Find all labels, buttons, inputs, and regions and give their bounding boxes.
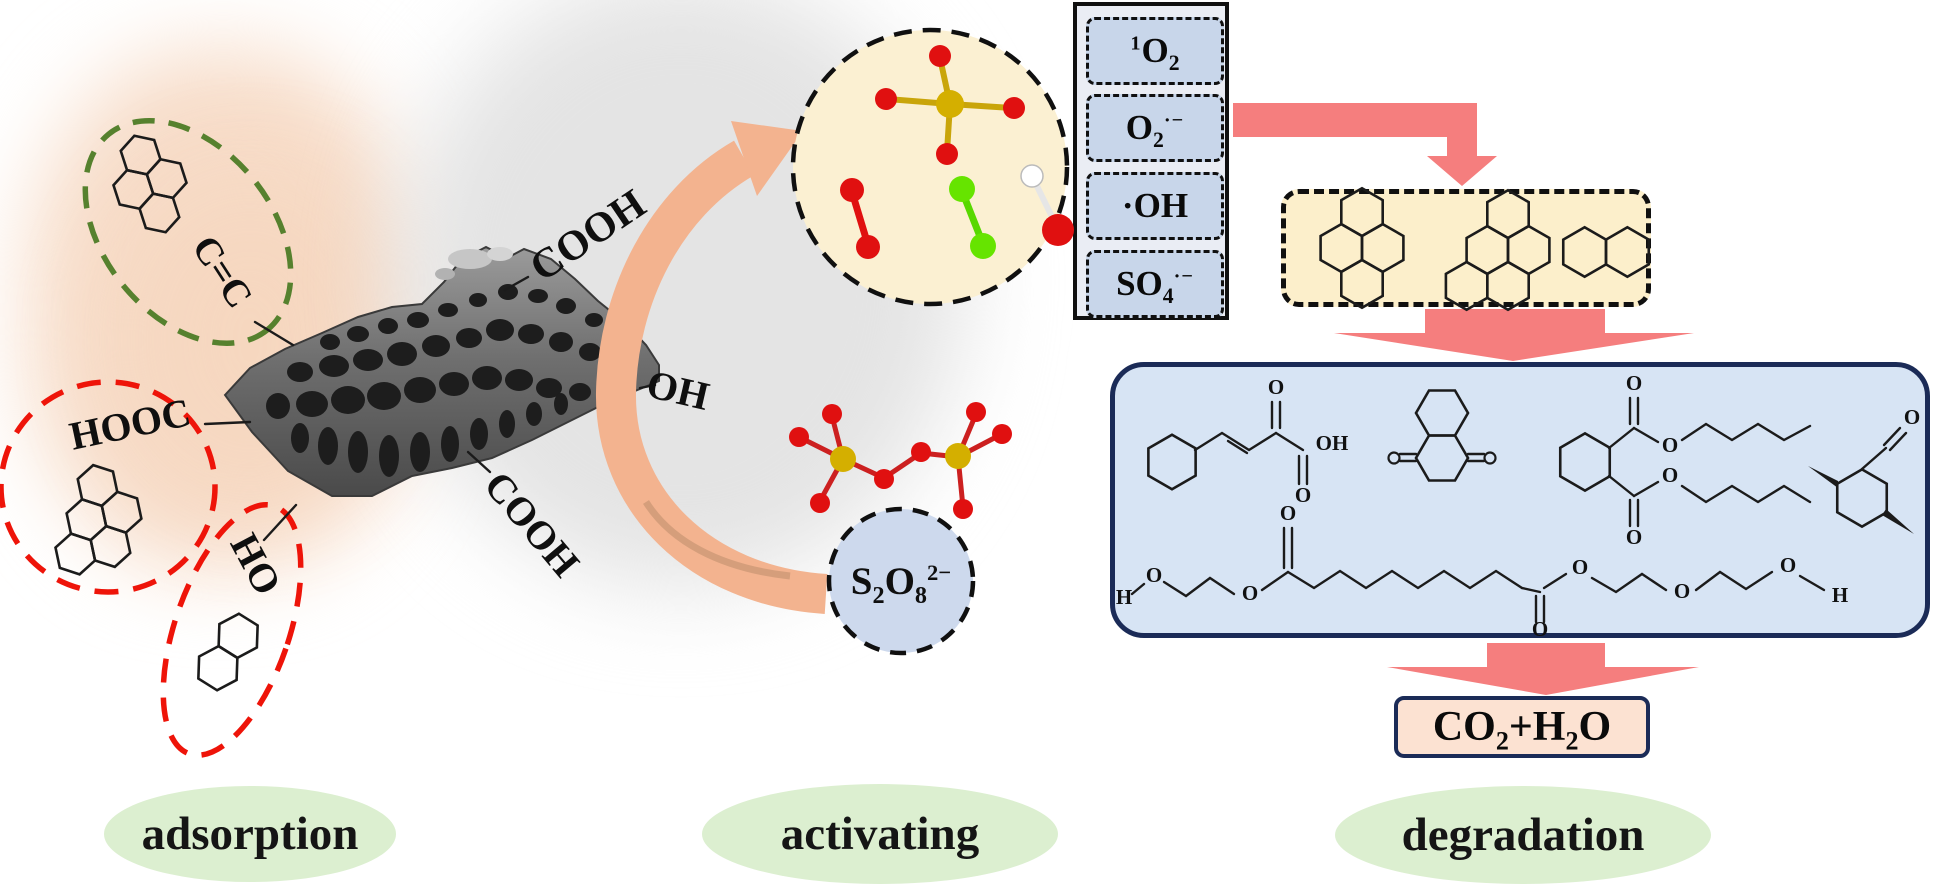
arrow-intermediates-to-product — [1387, 643, 1699, 695]
stage-degradation: degradation — [1335, 786, 1711, 884]
chip-label: 1O2 — [1130, 31, 1180, 75]
chip-singlet-oxygen: 1O2 — [1086, 17, 1224, 85]
degradation-intermediates-box — [1110, 362, 1930, 638]
arrow-pah-to-intermediates — [1334, 309, 1694, 361]
chip-hydroxyl-radical: ·OH — [1086, 172, 1224, 240]
stage-label: degradation — [1401, 809, 1645, 861]
chip-label: SO4·− — [1116, 264, 1194, 308]
chip-label: O2·− — [1125, 108, 1185, 152]
stage-label: adsorption — [141, 808, 359, 860]
naphthalene-molecule — [189, 608, 267, 696]
peach-background-glow-inner — [120, 180, 380, 500]
chip-sulfate-radical: SO4·− — [1086, 250, 1224, 318]
chip-superoxide: O2·− — [1086, 94, 1224, 162]
persulfate-formula: S2O82− — [823, 548, 979, 614]
arrow-ros-to-pah — [1233, 103, 1497, 186]
reactive-species-box: 1O2 O2·− ·OH SO4·− — [1073, 2, 1229, 320]
stage-label: activating — [780, 808, 980, 860]
stage-adsorption: adsorption — [104, 786, 396, 882]
chip-label: ·OH — [1121, 186, 1189, 225]
hydroxyl-radical-model — [1020, 164, 1074, 246]
persulfate-text: S2O82− — [850, 559, 952, 609]
co2-h2o-label: CO2+H2O — [1432, 704, 1612, 756]
stage-activating: activating — [702, 784, 1058, 884]
mineralization-product-box: CO2+H2O — [1394, 696, 1650, 758]
pah-pollutants-box — [1281, 189, 1651, 307]
